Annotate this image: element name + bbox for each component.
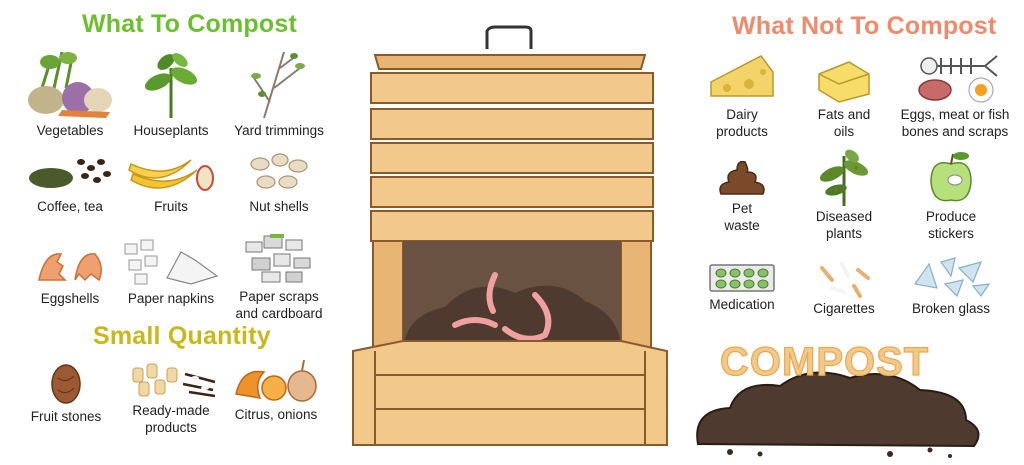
label-cigarettes: Cigarettes: [813, 301, 875, 316]
label-pet-waste: Pet waste: [724, 201, 760, 233]
citrus-onion-icon: [235, 359, 317, 402]
compost-item-yard-trimmings: Yard trimmings: [223, 48, 335, 139]
banana-icon: [128, 159, 214, 191]
small-item-ready-made: Ready-made products: [115, 358, 227, 436]
pasta-icon: [132, 363, 216, 398]
compost-item-houseplants: Houseplants: [115, 48, 227, 139]
compost-item-vegetables: Vegetables: [14, 48, 126, 139]
compost-item-fruits: Fruits: [115, 150, 227, 215]
label-produce-stickers: Produce stickers: [925, 209, 977, 241]
label-houseplants: Houseplants: [133, 123, 209, 138]
label-fruits: Fruits: [154, 199, 188, 214]
soil-pile: [403, 285, 621, 351]
label-ready-made: Ready-made products: [132, 403, 210, 435]
compost-item-coffee-tea: Coffee, tea: [14, 150, 126, 215]
cheese-icon: [710, 55, 774, 97]
compost-pile-illustration: [696, 371, 980, 458]
bin-front-door: [352, 340, 668, 446]
label-yard-trimmings: Yard trimmings: [234, 123, 324, 138]
small-item-citrus-onions: Citrus, onions: [220, 358, 332, 423]
bin-handle: [485, 25, 533, 49]
not-item-dairy: Dairy products: [686, 52, 798, 140]
label-nut-shells: Nut shells: [249, 199, 309, 214]
not-item-medication: Medication: [686, 262, 798, 313]
eggshell-icon: [38, 253, 102, 282]
small-item-fruit-stones: Fruit stones: [10, 362, 122, 425]
vegetables-icon: [28, 51, 112, 118]
coffee-beans-icon: [29, 159, 111, 188]
not-item-broken-glass: Broken glass: [895, 254, 1007, 317]
compost-item-paper-scraps: Paper scraps and cardboard: [223, 234, 335, 322]
compost-bin-illustration: [352, 25, 668, 446]
label-citrus-onions: Citrus, onions: [234, 407, 318, 422]
compost-item-paper-napkins: Paper napkins: [115, 238, 227, 307]
houseplant-icon: [144, 53, 198, 118]
not-item-cigarettes: Cigarettes: [788, 258, 900, 317]
napkins-icon: [124, 239, 219, 285]
worms: [452, 272, 552, 342]
butter-icon: [818, 61, 870, 103]
broken-glass-icon: [913, 257, 991, 298]
label-fruit-stones: Fruit stones: [30, 409, 102, 424]
not-item-eggs-meat-fish: Eggs, meat or fish bones and scraps: [895, 52, 1015, 140]
label-dairy: Dairy products: [716, 107, 768, 139]
label-eggs-meat-fish: Eggs, meat or fish bones and scraps: [900, 107, 1010, 139]
diseased-plant-icon: [819, 149, 869, 206]
not-item-fats-oils: Fats and oils: [788, 56, 900, 140]
label-medication: Medication: [709, 297, 775, 312]
nut-shells-icon: [250, 153, 308, 189]
heading-small-quantity: Small Quantity: [93, 322, 271, 350]
bin-planks: [370, 72, 654, 242]
label-paper-napkins: Paper napkins: [127, 291, 215, 306]
bin-lid: [373, 54, 647, 70]
compost-item-eggshells: Eggshells: [14, 246, 126, 307]
label-fats-oils: Fats and oils: [817, 107, 871, 139]
label-paper-scraps: Paper scraps and cardboard: [235, 289, 323, 321]
compost-item-nut-shells: Nut shells: [223, 150, 335, 215]
label-vegetables: Vegetables: [36, 123, 104, 138]
apple-sticker-icon: [930, 152, 972, 202]
cigarettes-icon: [820, 262, 870, 298]
twigs-icon: [251, 51, 305, 119]
not-item-diseased-plants: Diseased plants: [788, 146, 900, 242]
paper-scraps-icon: [245, 234, 311, 283]
pet-waste-icon: [719, 160, 765, 195]
fruit-stone-icon: [51, 364, 81, 404]
pills-icon: [709, 264, 775, 292]
label-diseased-plants: Diseased plants: [815, 209, 873, 241]
fish-bone-icon: [918, 55, 998, 103]
label-broken-glass: Broken glass: [911, 301, 991, 316]
label-eggshells: Eggshells: [40, 291, 100, 306]
label-coffee-tea: Coffee, tea: [37, 199, 103, 214]
compost-title: COMPOST: [719, 339, 930, 384]
heading-what-not-to-compost: What Not To Compost: [732, 12, 997, 40]
not-item-pet-waste: Pet waste: [686, 158, 798, 234]
heading-what-to-compost: What To Compost: [82, 10, 297, 38]
not-item-produce-stickers: Produce stickers: [895, 150, 1007, 242]
